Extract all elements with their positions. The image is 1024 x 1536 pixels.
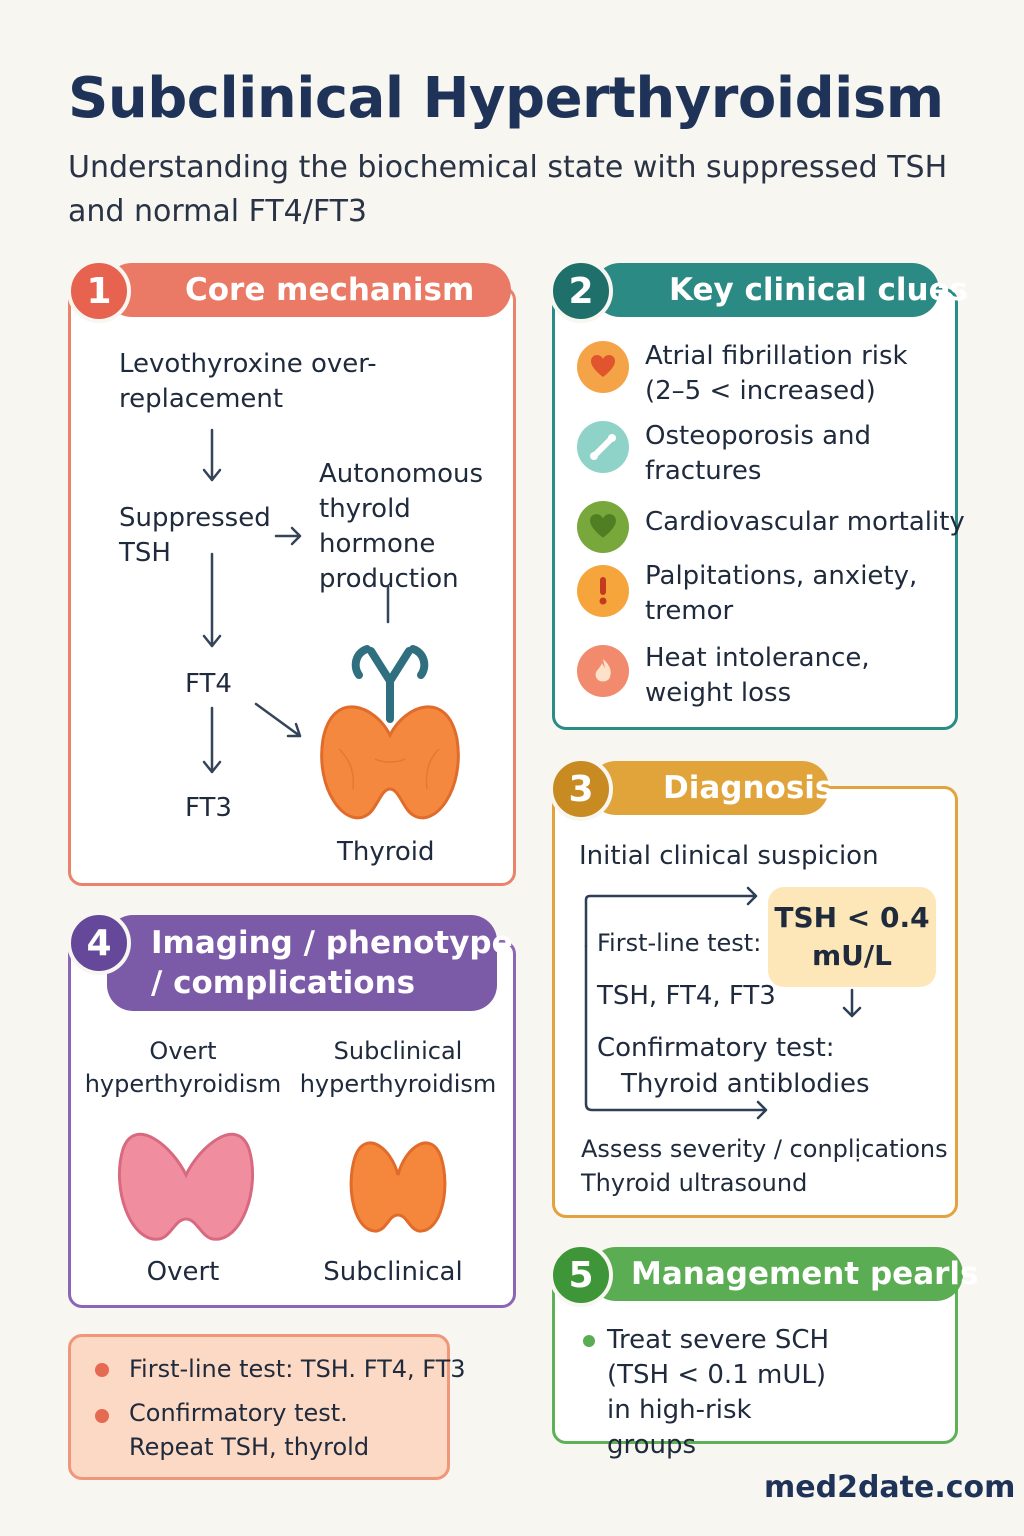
panel-number-1: 1 — [67, 259, 131, 323]
management-heading: Management pearls — [589, 1247, 978, 1301]
imaging-heading-line1: Imaging / phenotype — [151, 925, 513, 961]
thyroid-gland-icon — [320, 645, 460, 820]
arrow-tsh-to-ft4 — [202, 552, 222, 648]
first-line-tests: TSH, FT4, FT3 — [597, 981, 776, 1011]
autonomous-production-label: Autonomous thyrold hormone production — [319, 459, 484, 594]
ft3-label: FT3 — [185, 793, 232, 823]
confirmatory-test: Thyroid antiblodies — [621, 1069, 870, 1099]
assess-severity-label: Assess severity / conplịcations — [581, 1135, 948, 1163]
core-mechanism-panel: Core mechanism 1 Levothyroxine over-repl… — [67, 259, 516, 886]
page-title: Subclinical Hyperthyroidism — [68, 66, 944, 131]
overt-column-title: Overt hyperthyroidism — [84, 1037, 282, 1098]
summary-item-2-line1: Confirmatory test. — [129, 1399, 348, 1427]
ultrasound-label: Thyroid ultrasound — [581, 1169, 808, 1197]
summary-item-2-line2: Repeat TSH, thyrold — [129, 1433, 370, 1461]
bullet-dot — [95, 1363, 109, 1377]
arrow-ft4-to-ft3 — [202, 706, 222, 774]
tsh-threshold-unit: mU/L — [812, 939, 892, 972]
panel-number-4: 4 — [67, 911, 131, 975]
arrow-tsh-to-autonomous — [274, 526, 302, 546]
diagnosis-flow-arrows — [584, 886, 862, 1120]
thyroid-label: Thyroid — [337, 837, 435, 867]
core-mechanism-heading: Core mechanism — [105, 263, 511, 317]
overt-thyroid-icon — [118, 1132, 254, 1241]
levothyroxine-label: Levothyroxine over-replacement — [119, 349, 377, 414]
tsh-threshold-box: TSH < 0.4 mU/L — [768, 887, 936, 987]
diagnosis-panel: Diagnosis 3 Initial clinical suspicion F… — [549, 757, 958, 1218]
first-line-label: First-line test: — [597, 929, 762, 957]
heart-icon — [577, 501, 629, 553]
panel-number-5: 5 — [549, 1243, 613, 1307]
imaging-heading: Imaging / phenotype / complications — [107, 915, 513, 1011]
exclamation-icon — [577, 565, 629, 617]
summary-box: First-line test: TSH. FT4, FT3 Confirmat… — [68, 1334, 466, 1480]
diagnosis-heading: Diagnosis — [589, 761, 833, 815]
arrow-to-assess — [584, 944, 768, 1120]
tsh-threshold-value: TSH < 0.4 — [774, 901, 930, 934]
clue-text-5: Heat intolerance, weight loss — [645, 643, 870, 708]
arrow-down-from-tsh — [842, 988, 862, 1018]
page-subtitle: Understanding the biochemical state with… — [68, 150, 948, 229]
arrow-to-tsh-box — [584, 886, 758, 948]
imaging-heading-line2: / complications — [151, 965, 416, 1001]
imaging-phenotype-panel: Imaging / phenotype / complications 4 Ov… — [67, 911, 516, 1308]
clue-text-4: Palpitations, anxiety, tremor — [645, 561, 918, 626]
brand-footer: med2date.com — [764, 1470, 1016, 1505]
bone-icon — [577, 421, 629, 473]
overt-label: Overt — [146, 1257, 220, 1287]
panel-number-2: 2 — [549, 259, 613, 323]
arrow-levo-to-tsh — [202, 428, 222, 482]
panel-number-3: 3 — [549, 757, 613, 821]
management-pearls-panel: Management pearls 5 Treat severe SCH (TS… — [549, 1243, 978, 1460]
subclinical-thyroid-icon — [349, 1141, 447, 1233]
initial-suspicion-label: Initial clinical suspicion — [579, 841, 879, 871]
bullet-dot — [95, 1409, 109, 1423]
subclinical-column-title: Subclinical hyperthyroidism — [299, 1037, 497, 1098]
subclinical-label: Subclinical — [323, 1257, 463, 1287]
management-bullet-text: Treat severe SCH (TSH < 0.1 mUL) in high… — [607, 1325, 830, 1460]
ft4-label: FT4 — [185, 669, 232, 699]
confirmatory-label: Confirmatory test: — [597, 1033, 835, 1063]
mechanism-arrows — [202, 428, 390, 774]
flame-icon — [577, 645, 629, 697]
clinical-clues-heading: Key clinical clues — [593, 263, 968, 317]
clue-text-2: Osteoporosis and fractures — [645, 421, 872, 486]
arrow-ft4-to-thyroid — [254, 702, 302, 738]
clue-text-3: Cardiovascular mortality — [645, 507, 965, 537]
summary-item-1: First-line test: TSH. FT4, FT3 — [129, 1355, 466, 1383]
clinical-clues-panel: Key clinical clues 2 Atrial fibrillation… — [549, 259, 968, 730]
clue-text-1: Atrial fibrillation risk (2–5 < increase… — [645, 341, 908, 406]
suppressed-tsh-label: Suppressed TSH — [119, 503, 271, 568]
heart-icon — [577, 341, 629, 393]
bullet-dot — [583, 1335, 595, 1347]
